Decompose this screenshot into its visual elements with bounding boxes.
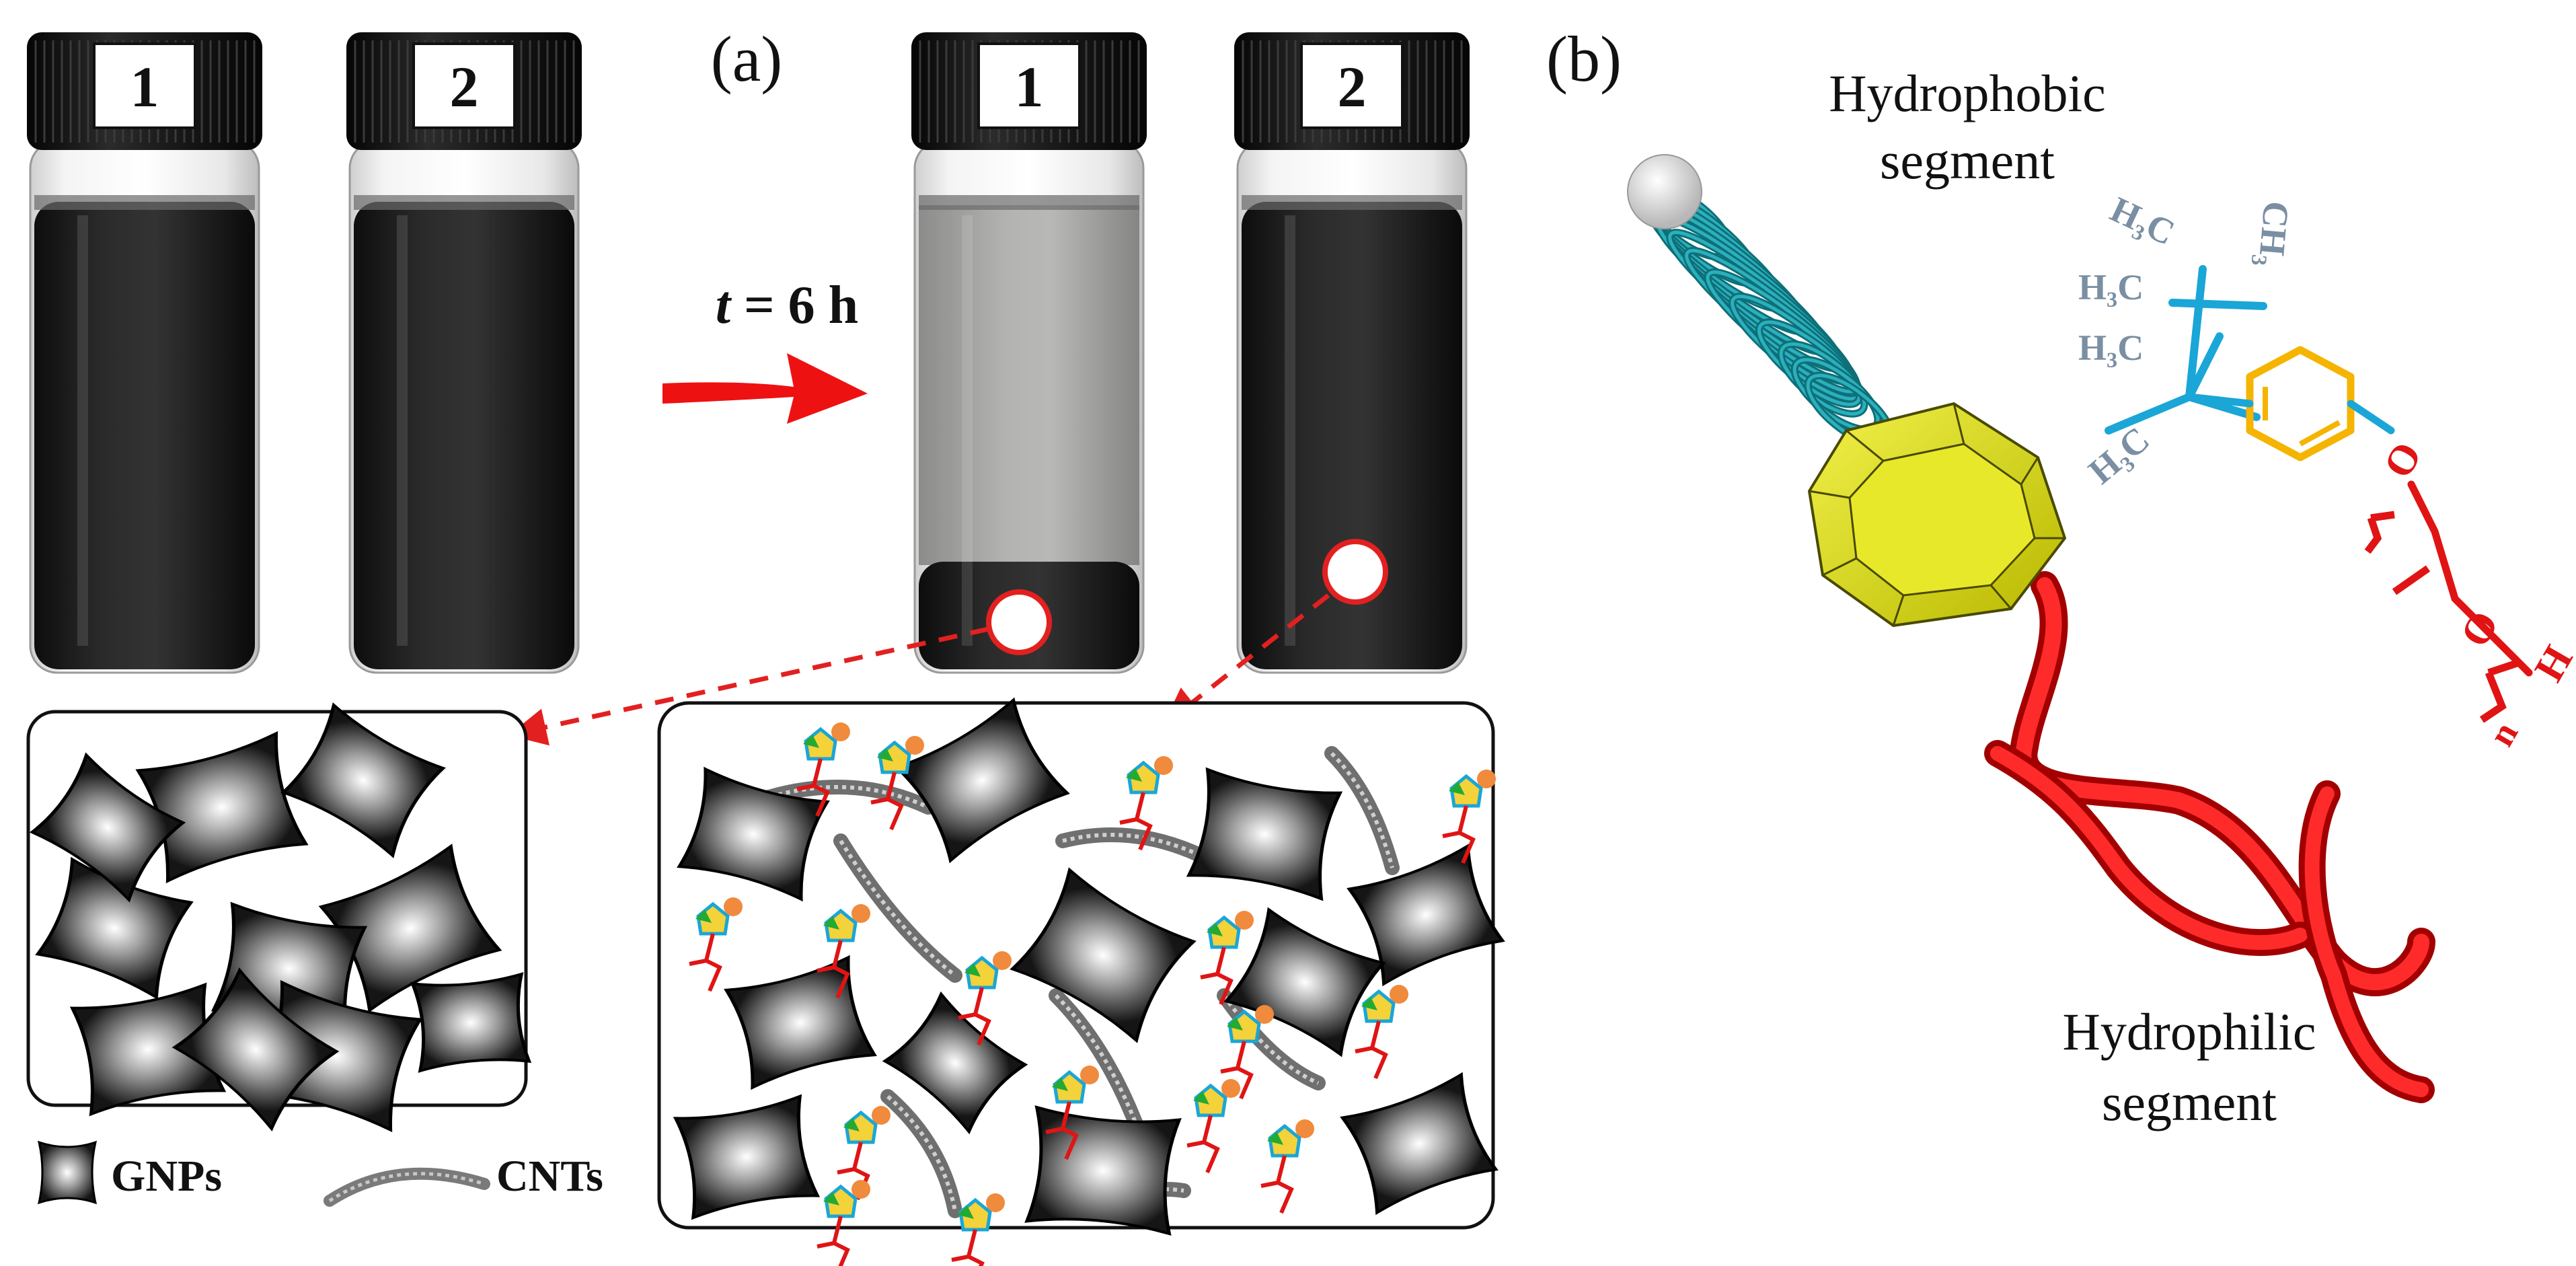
surfactant-molecule [958, 951, 1012, 1046]
gnp-flake [894, 697, 1070, 864]
surfactant-molecule [1119, 756, 1173, 851]
hydrophobic-label-line2: segment [1880, 131, 2055, 190]
dispersed-hybrid [673, 697, 1505, 1266]
sample-marker-1 [986, 589, 1052, 655]
surfactant-molecule [1442, 770, 1496, 864]
terminal-hydrogen: H [2526, 638, 2576, 690]
time-value: = 6 h [730, 276, 858, 335]
surfactant-molecule [796, 722, 850, 817]
panel-a-label: (a) [711, 23, 783, 95]
gnp-flake [1010, 867, 1197, 1043]
surfactant-molecule [870, 736, 924, 831]
methyl-group-4: H₃C [2081, 419, 2157, 492]
surfactant-molecule [1045, 1066, 1099, 1160]
gnp-flake [135, 731, 309, 884]
repeat-subscript: n [2480, 715, 2526, 753]
surfactant-molecule [1260, 1119, 1314, 1214]
gnp-flake [410, 972, 532, 1073]
surfactant-molecule [951, 1193, 1005, 1266]
time-variable: t [716, 276, 732, 335]
gnp-flake [1223, 907, 1386, 1057]
surfactant-molecule [1200, 911, 1254, 1006]
gnp-flake [29, 752, 186, 903]
panel-b-label: (b) [1546, 23, 1622, 95]
surfactant-molecule [689, 897, 743, 992]
sample-marker-2 [1322, 539, 1388, 605]
legend: GNPs CNTs [37, 1140, 603, 1207]
vial-2-initial-number: 2 [450, 54, 479, 119]
gnp-flake [69, 982, 227, 1117]
gnp-flake [673, 1094, 821, 1220]
legend-gnps-label: GNPs [111, 1152, 222, 1201]
chemical-structure: H₃C H₃C H₃C H₃C CH₃ O O n H [2078, 189, 2576, 753]
pointer-line-1 [508, 626, 989, 746]
phenyl-block [1807, 402, 2067, 628]
methyl-group-2: H₃C [2078, 267, 2144, 307]
vial-1-initial: 1 [27, 32, 262, 674]
vial-2-after-number: 2 [1338, 54, 1367, 119]
hydrophilic-label-line1: Hydrophilic [2063, 1002, 2316, 1061]
gnp-flake [318, 844, 502, 1013]
surfactant-molecule [1220, 1005, 1274, 1100]
vials: 1 2 1 2 [27, 32, 1470, 674]
vial-1-initial-number: 1 [130, 54, 159, 119]
gnp-flake [172, 967, 340, 1131]
vial-1-after-number: 1 [1015, 54, 1044, 119]
surfactant-molecule [817, 1180, 870, 1266]
legend-cnts-label: CNTs [496, 1152, 603, 1201]
hydrophobic-coil [1642, 183, 1895, 449]
coil-end-cap [1627, 154, 1702, 229]
hydrophobic-label-line1: Hydrophobic [1829, 64, 2106, 122]
gnp-flake [677, 766, 830, 902]
gnp-flake [882, 991, 1028, 1135]
surfactant-molecule [1186, 1079, 1240, 1174]
ether-oxygen: O [2375, 435, 2431, 486]
aggregated-gnps [29, 702, 532, 1133]
gnp-flake [1347, 843, 1505, 987]
surfactant-molecule [817, 904, 870, 999]
legend-gnp-icon [37, 1140, 98, 1205]
time-label: t = 6 h [716, 276, 858, 335]
time-arrow [662, 353, 868, 424]
hydrophilic-label-line2: segment [2102, 1073, 2277, 1131]
vial-1-after: 1 [911, 32, 1147, 674]
gnp-flake [280, 702, 446, 858]
gnp-flake [724, 955, 877, 1090]
methyl-group-1: H₃C [2105, 189, 2181, 253]
gnp-flake [1186, 767, 1343, 901]
pointer-line-2 [1162, 593, 1330, 726]
gnp-flake [35, 856, 194, 1000]
vial-2-after: 2 [1234, 32, 1470, 674]
methyl-group-5: CH₃ [2250, 200, 2296, 268]
gnp-flake [1024, 1105, 1182, 1236]
vial-2-initial: 2 [346, 32, 582, 674]
methyl-group-3: H₃C [2078, 328, 2144, 368]
hydrophilic-tail [1984, 571, 2435, 1103]
surfactant-molecule [1355, 985, 1408, 1080]
gnp-flake [1340, 1072, 1499, 1216]
